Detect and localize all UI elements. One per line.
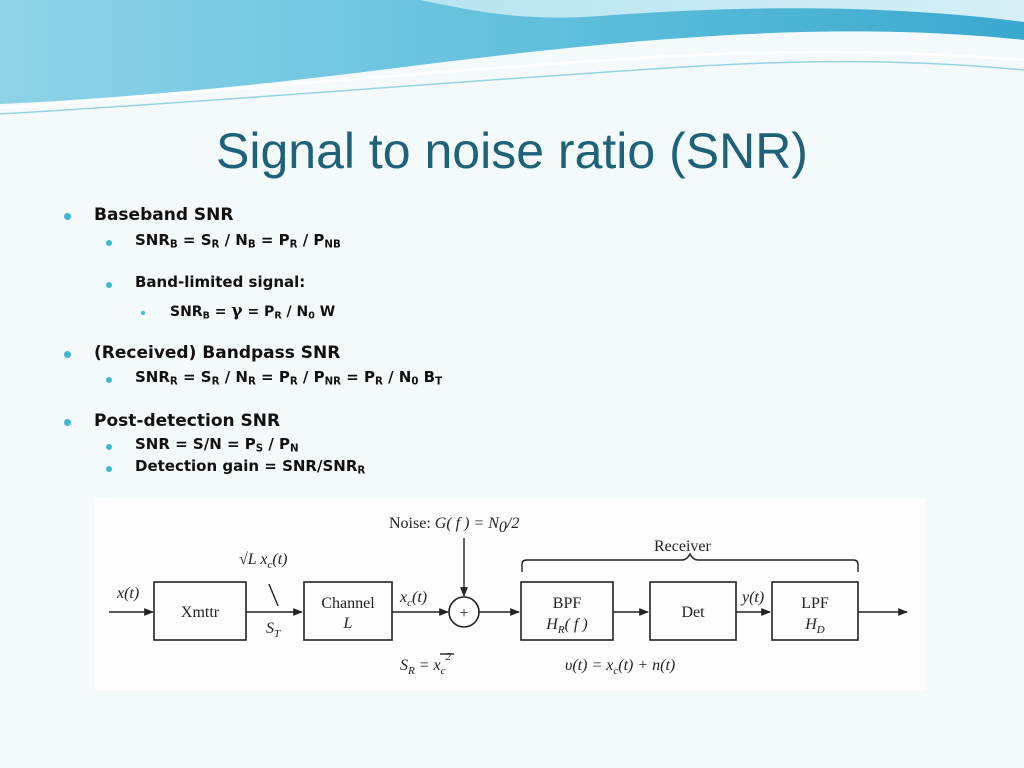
bullet-dot — [64, 419, 71, 426]
sqrtL-pointer — [268, 583, 279, 607]
vt-label: υ(t) = xc(t) + n(t) — [565, 657, 675, 677]
receiver-label: Receiver — [654, 538, 712, 555]
sqrtL-label: √L xc(t) — [239, 551, 288, 571]
adder-symbol: + — [459, 605, 468, 622]
xmttr-label: Xmttr — [181, 604, 220, 621]
bullet-dot — [106, 282, 112, 288]
lpf-label-1: LPF — [801, 595, 829, 612]
bullet-dot — [106, 444, 112, 450]
bullet-postdetection-label: Post-detection SNR — [94, 411, 281, 431]
xc-label: xc(t) — [399, 589, 427, 609]
xmttr-block — [153, 581, 247, 641]
bullet-dot — [64, 351, 71, 358]
slide-title: Signal to noise ratio (SNR) — [216, 123, 808, 179]
baseband-formula: SNRB = SR / NB = PR / PNB — [135, 231, 341, 251]
bandlimited-label: Band-limited signal: — [135, 273, 306, 291]
lpf-label-2: HD — [804, 616, 825, 636]
sr-label: SR = xc2 — [400, 651, 452, 677]
detection-gain-formula: Detection gain = SNR/SNRR — [135, 457, 366, 477]
bullet-dot — [106, 466, 112, 472]
bpf-label-2: HR( f ) — [545, 616, 587, 636]
input-label: x(t) — [116, 585, 139, 602]
channel-label-2: L — [343, 615, 353, 632]
bandlimited-formula: SNRB = γ = PR / N0 W — [170, 301, 336, 322]
bullet-bandpass-label: (Received) Bandpass SNR — [94, 343, 341, 363]
postdetection-formula: SNR = S/N = PS / PN — [135, 435, 299, 455]
det-label: Det — [681, 604, 705, 621]
bullet-baseband-label: Baseband SNR — [94, 205, 234, 225]
yt-label: y(t) — [740, 589, 764, 606]
block-diagram-svg: Noise: G( f ) = N0/2 Receiver x(t) Xmttr… — [109, 515, 908, 677]
lpf-block — [771, 581, 859, 641]
st-label: ST — [266, 620, 281, 640]
bullet-dot — [141, 311, 145, 315]
bullet-dot — [106, 377, 112, 383]
receiver-brace — [521, 552, 859, 572]
noise-label: Noise: G( f ) = N0/2 — [389, 515, 519, 536]
channel-label-1: Channel — [321, 595, 375, 612]
bandpass-formula: SNRR = SR / NR = PR / PNR = PR / N0 BT — [135, 368, 443, 388]
bullet-dot — [106, 240, 112, 246]
channel-block — [303, 581, 393, 641]
block-diagram: Noise: G( f ) = N0/2 Receiver x(t) Xmttr… — [95, 498, 925, 690]
bullet-dot — [64, 213, 71, 220]
bpf-label-1: BPF — [553, 595, 582, 612]
det-block — [649, 581, 737, 641]
bpf-block — [520, 581, 614, 641]
header-wave-decoration — [0, 0, 1024, 115]
